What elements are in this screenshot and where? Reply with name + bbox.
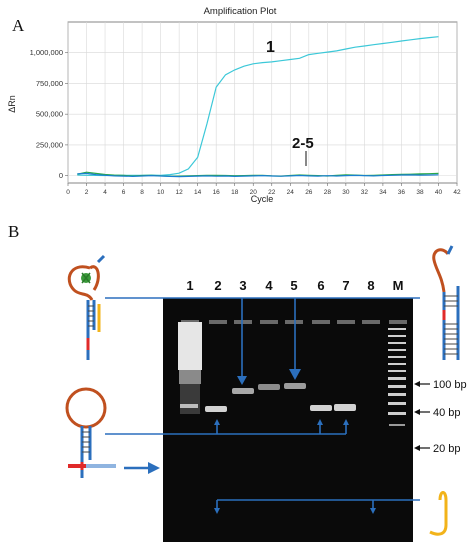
lane-label-8: 8 <box>367 278 374 293</box>
lane-1-smear <box>178 322 202 414</box>
x-tick-label: 22 <box>268 189 276 196</box>
x-tick-label: 32 <box>361 189 369 196</box>
x-tick-label: 42 <box>453 189 461 196</box>
y-tick-label: 1,000,000 <box>30 48 63 57</box>
x-tick-label: 0 <box>66 189 70 196</box>
series-line-3 <box>77 172 439 178</box>
x-tick-label: 30 <box>342 189 350 196</box>
x-tick-label: 2 <box>85 189 89 196</box>
band-lane-3 <box>232 388 254 394</box>
probe-complex-right-icon <box>432 245 460 360</box>
lane-label-7: 7 <box>342 278 349 293</box>
x-tick-label: 8 <box>140 189 144 196</box>
x-tick-label: 12 <box>176 189 184 196</box>
y-tick-label: 500,000 <box>36 110 63 119</box>
chart-title: Amplification Plot <box>204 6 277 17</box>
x-tick-label: 24 <box>287 189 295 196</box>
annotation-1: 1 <box>266 39 275 56</box>
lane-label-m: M <box>393 278 404 293</box>
probe-target-complex-icon <box>67 254 106 360</box>
x-tick-label: 10 <box>157 189 165 196</box>
x-tick-label: 4 <box>103 189 107 196</box>
marker-arrows <box>414 381 430 451</box>
x-tick-label: 18 <box>231 189 239 196</box>
y-axis-ticks: 0 250,000 500,000 750,000 1,000,000 <box>30 48 68 180</box>
x-tick-label: 38 <box>416 189 424 196</box>
band-lane-4 <box>258 384 280 390</box>
guide-lines <box>105 297 420 514</box>
gel-image <box>163 298 413 542</box>
band-lane-2 <box>205 406 227 412</box>
band-lane-6 <box>310 405 332 411</box>
band-lane-5 <box>284 383 306 389</box>
lane-label-3: 3 <box>239 278 246 293</box>
panel-label-b: B <box>8 222 20 241</box>
x-tick-label: 14 <box>194 189 202 196</box>
panel-label-a: A <box>12 16 25 35</box>
x-tick-label: 26 <box>305 189 313 196</box>
series-lines <box>77 36 439 178</box>
y-tick-label: 750,000 <box>36 79 63 88</box>
lane-label-5: 5 <box>290 278 297 293</box>
x-tick-label: 16 <box>213 189 221 196</box>
gel-wells <box>181 320 407 324</box>
linear-fragment-icon <box>68 464 116 468</box>
lane-label-1: 1 <box>186 278 193 293</box>
x-axis-label: Cycle <box>251 194 274 204</box>
band-lane-7 <box>334 404 356 411</box>
x-tick-label: 34 <box>379 189 387 196</box>
marker-label-100bp: 100 bp <box>433 379 467 391</box>
y-tick-label: 250,000 <box>36 140 63 149</box>
x-tick-label: 28 <box>324 189 332 196</box>
marker-label-40bp: 40 bp <box>433 407 461 419</box>
x-tick-label: 40 <box>435 189 443 196</box>
lane-label-2: 2 <box>214 278 221 293</box>
marker-label-20bp: 20 bp <box>433 443 461 455</box>
x-tick-label: 36 <box>398 189 406 196</box>
y-axis-label: ΔRn <box>7 95 17 113</box>
plot-area <box>67 21 458 184</box>
y-tick-label: 0 <box>59 171 63 180</box>
annotation-2-5: 2-5 <box>292 135 314 152</box>
x-tick-label: 6 <box>122 189 126 196</box>
marker-ladder <box>388 328 406 426</box>
single-strand-icon <box>429 491 448 536</box>
x-tick-label: 20 <box>250 189 258 196</box>
lane-label-6: 6 <box>317 278 324 293</box>
gel-bands <box>205 383 356 412</box>
lane-label-4: 4 <box>265 278 273 293</box>
